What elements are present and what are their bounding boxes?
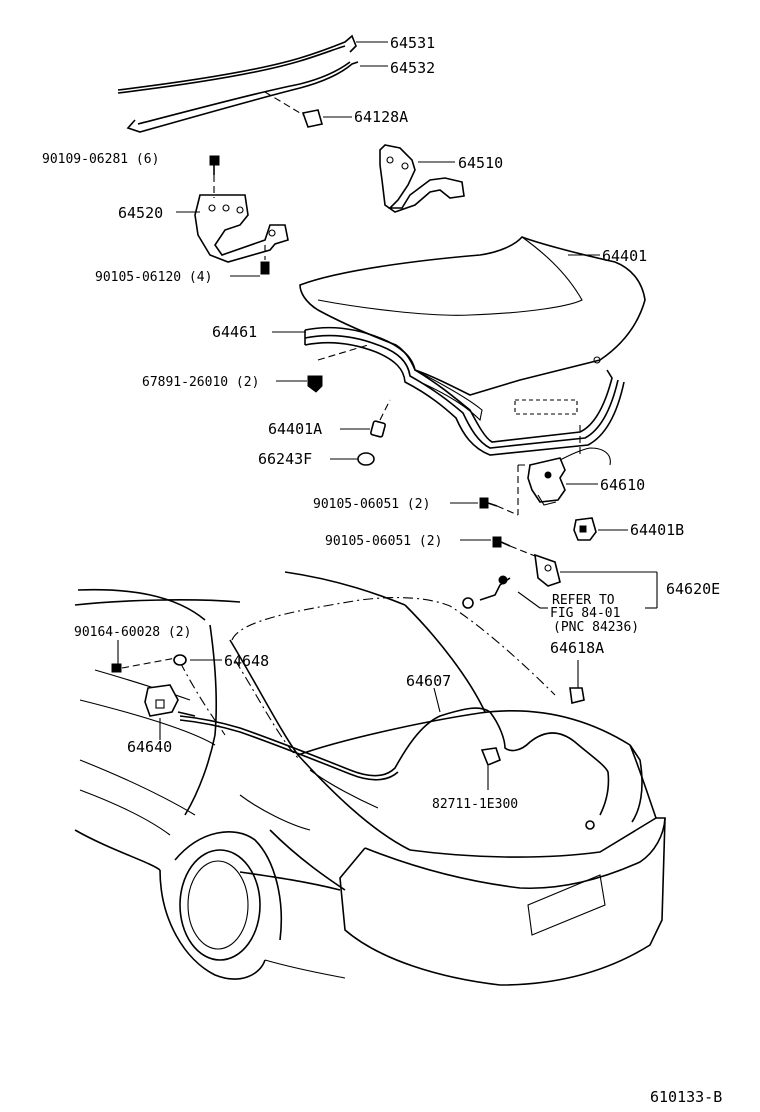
grommet-66243F[interactable] [357,452,375,466]
label-90105-06120: 90105-06120 (4) [95,270,212,285]
bolt-90105-06051-lower[interactable] [492,536,511,548]
label-64401A: 64401A [268,420,322,438]
label-64401B: 64401B [630,521,684,539]
label-64618A: 64618A [550,639,604,657]
label-64461: 64461 [212,323,257,341]
label-90105-06051-upper: 90105-06051 (2) [313,497,430,512]
torsion-bar-64531[interactable] [117,34,357,94]
label-64648: 64648 [224,652,269,670]
cover-64648[interactable] [173,654,187,666]
release-lever-64640[interactable] [144,684,196,717]
refer-to-line3: (PNC 84236) [553,620,639,635]
bolt-90105-06120[interactable] [260,245,270,275]
label-90105-06051-lower: 90105-06051 (2) [325,534,442,549]
wire-clamp-82711[interactable] [480,747,501,767]
label-64520: 64520 [118,204,163,222]
label-64401: 64401 [602,247,647,265]
label-90109-06281: 90109-06281 (6) [42,152,159,167]
screw-90164-60028[interactable] [111,663,122,673]
label-64532: 64532 [390,59,435,77]
clip-64128A[interactable] [301,109,324,128]
label-64640: 64640 [127,738,172,756]
key-cylinder-64620E[interactable] [462,553,561,609]
torsion-bar-64532[interactable] [126,61,359,133]
lock-assembly-64610[interactable] [527,447,611,506]
label-64128A: 64128A [354,108,408,126]
cable-routing-line [231,597,556,696]
bolt-90105-06051-upper[interactable] [479,497,498,509]
trunk-lid-64401[interactable] [299,236,646,422]
label-66243F: 66243F [258,450,312,468]
hinge-64520[interactable] [194,194,289,263]
vehicle-body-outline [74,571,666,986]
label-64610: 64610 [600,476,645,494]
label-90164-60028: 90164-60028 (2) [74,625,191,640]
label-64607: 64607 [406,672,451,690]
release-cable-64607[interactable] [179,707,610,830]
clamp-64618A[interactable] [569,687,585,704]
label-67891-26010: 67891-26010 (2) [142,375,259,390]
refer-to-line2: FIG 84-01 [550,606,620,621]
clip-64401A[interactable] [370,420,386,438]
weatherstrip-64461[interactable] [304,326,625,456]
cable-routing-line-2 [234,659,301,761]
label-64620E: 64620E [666,580,720,598]
hinge-64510[interactable] [379,144,465,213]
striker-64401B[interactable] [573,517,597,541]
cushion-67891[interactable] [307,375,323,393]
label-82711-1E300: 82711-1E300 [432,797,518,812]
label-64510: 64510 [458,154,503,172]
label-64531: 64531 [390,34,435,52]
refer-to-line1: REFER TO [552,593,615,608]
diagram-id: 610133-B [650,1088,722,1106]
bolt-90109-06281[interactable] [209,155,220,175]
